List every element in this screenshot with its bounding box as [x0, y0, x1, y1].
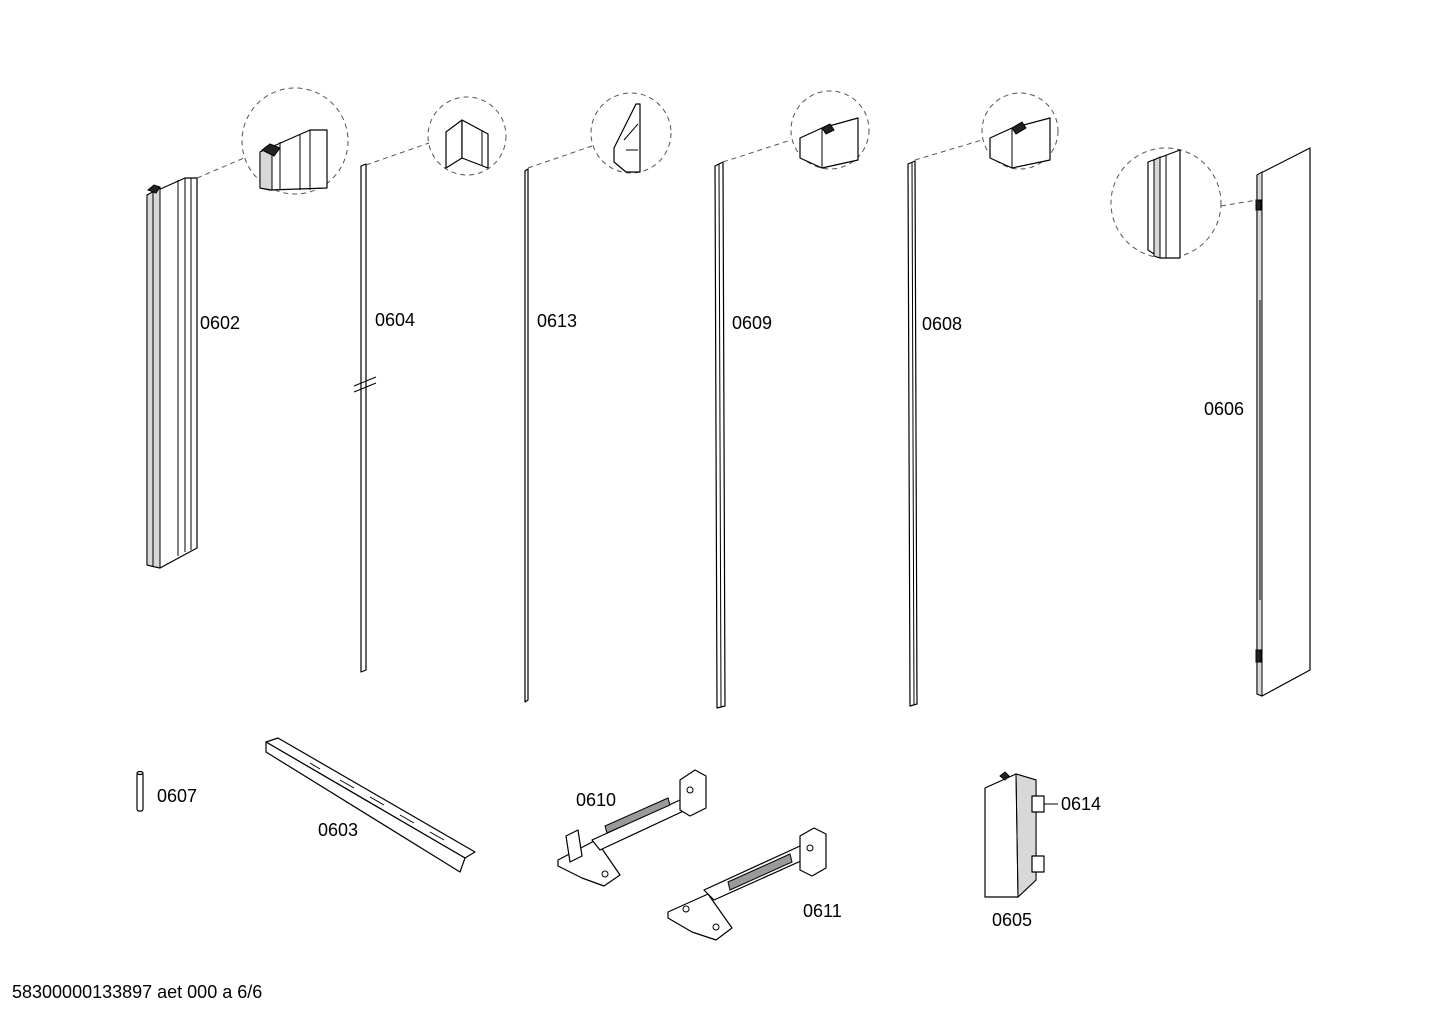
- detail-0609: [722, 90, 870, 170]
- detail-0613: [527, 92, 672, 174]
- part-label-0605: 0605: [992, 910, 1033, 930]
- part-label-0611: 0611: [803, 901, 842, 921]
- part-0605-hinge-cover: [984, 771, 1058, 899]
- part-label-0603: 0603: [318, 820, 359, 840]
- detail-0608: [914, 92, 1059, 170]
- part-label-0608: 0608: [922, 314, 963, 334]
- part-0604-strip: [353, 163, 377, 673]
- part-0608-strip: [907, 160, 918, 707]
- detail-0604: [365, 96, 507, 176]
- part-0610-bracket: [557, 769, 707, 887]
- part-0609-strip: [714, 161, 726, 709]
- part-label-0610: 0610: [576, 790, 617, 810]
- part-0606-panel: [1255, 147, 1311, 697]
- detail-0606: [1110, 147, 1258, 259]
- detail-0602: [196, 87, 349, 195]
- part-label-0604: 0604: [375, 310, 416, 330]
- part-label-0614: 0614: [1061, 794, 1102, 814]
- drawing-reference-number: 58300000133897 aet 000 a 6/6: [12, 982, 263, 1002]
- part-label-0609: 0609: [732, 313, 773, 333]
- part-0611-bracket: [667, 827, 827, 941]
- part-0602-profile: [146, 177, 198, 569]
- part-0603-bar: [265, 737, 476, 873]
- part-0607-pin: [136, 770, 144, 812]
- part-label-0602: 0602: [200, 313, 241, 333]
- part-label-0607: 0607: [157, 786, 198, 806]
- part-0613-strip: [524, 168, 529, 703]
- part-label-0613: 0613: [537, 311, 578, 331]
- part-label-0606: 0606: [1204, 399, 1245, 419]
